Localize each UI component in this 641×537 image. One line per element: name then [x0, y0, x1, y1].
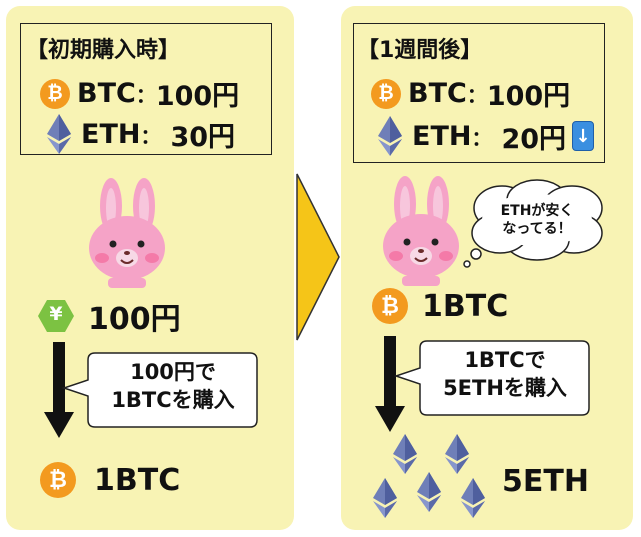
ethereum-icon: [461, 478, 485, 518]
colon: ：: [466, 83, 487, 107]
bitcoin-icon: ₿: [371, 78, 401, 109]
right-callout-text: 1BTCで 5ETHを購入: [443, 348, 567, 400]
left-result-row: ₿ 1BTC: [40, 462, 180, 498]
eth-label: ETH: [81, 118, 141, 150]
rabbit-illustration: [374, 176, 469, 286]
btc-price: 100円: [155, 81, 240, 112]
eth-price: 20円: [501, 123, 567, 155]
left-callout-text: 100円で 1BTCを購入: [111, 360, 235, 412]
yen-amount: 100円: [88, 302, 181, 337]
left-eth-price-row: ETH ： 30円: [44, 114, 235, 154]
right-speech-callout: [392, 338, 592, 418]
bitcoin-icon: ₿: [40, 462, 76, 498]
right-result: 5ETH: [502, 464, 589, 499]
ethereum-icon: [375, 116, 405, 156]
left-result: 1BTC: [94, 462, 181, 498]
yen-hexagon-icon: ¥: [38, 300, 74, 332]
ethereum-icon: [373, 478, 397, 518]
bitcoin-icon: ₿: [40, 78, 70, 109]
down-arrow: [44, 342, 74, 438]
btc-label: BTC: [408, 78, 467, 109]
right-holding: 1BTC: [422, 288, 509, 324]
transition-arrow: [295, 172, 341, 342]
right-title: 【1週間後】: [357, 38, 483, 63]
ethereum-icon: [44, 114, 74, 154]
down-arrow-icon: ↓: [572, 121, 595, 151]
colon: ：: [135, 83, 156, 107]
btc-label: BTC: [77, 78, 136, 109]
ethereum-coin-cluster: [370, 432, 490, 522]
left-btc-price-row: ₿ BTC ： 100円: [40, 74, 239, 113]
left-speech-callout: [60, 350, 260, 430]
thought-cloud: [462, 178, 612, 268]
colon: ：: [140, 123, 161, 148]
right-holding-row: ₿ 1BTC: [372, 288, 508, 324]
eth-price: 30円: [170, 121, 236, 153]
right-eth-price-row: ETH ： 20円 ↓: [375, 116, 595, 156]
thought-text: ETHが安く なってる！: [500, 203, 574, 237]
rabbit-illustration: [80, 178, 175, 288]
down-arrow: [375, 336, 405, 432]
eth-label: ETH: [412, 120, 472, 152]
btc-price: 100円: [486, 81, 571, 112]
right-btc-price-row: ₿ BTC ： 100円: [371, 74, 570, 113]
bitcoin-icon: ₿: [372, 288, 408, 324]
ethereum-icon: [417, 472, 441, 512]
colon: ：: [471, 125, 492, 150]
left-title: 【初期購入時】: [26, 38, 181, 63]
yen-amount-row: ¥ 100円: [38, 294, 181, 338]
ethereum-icon: [445, 434, 469, 474]
ethereum-icon: [393, 434, 417, 474]
